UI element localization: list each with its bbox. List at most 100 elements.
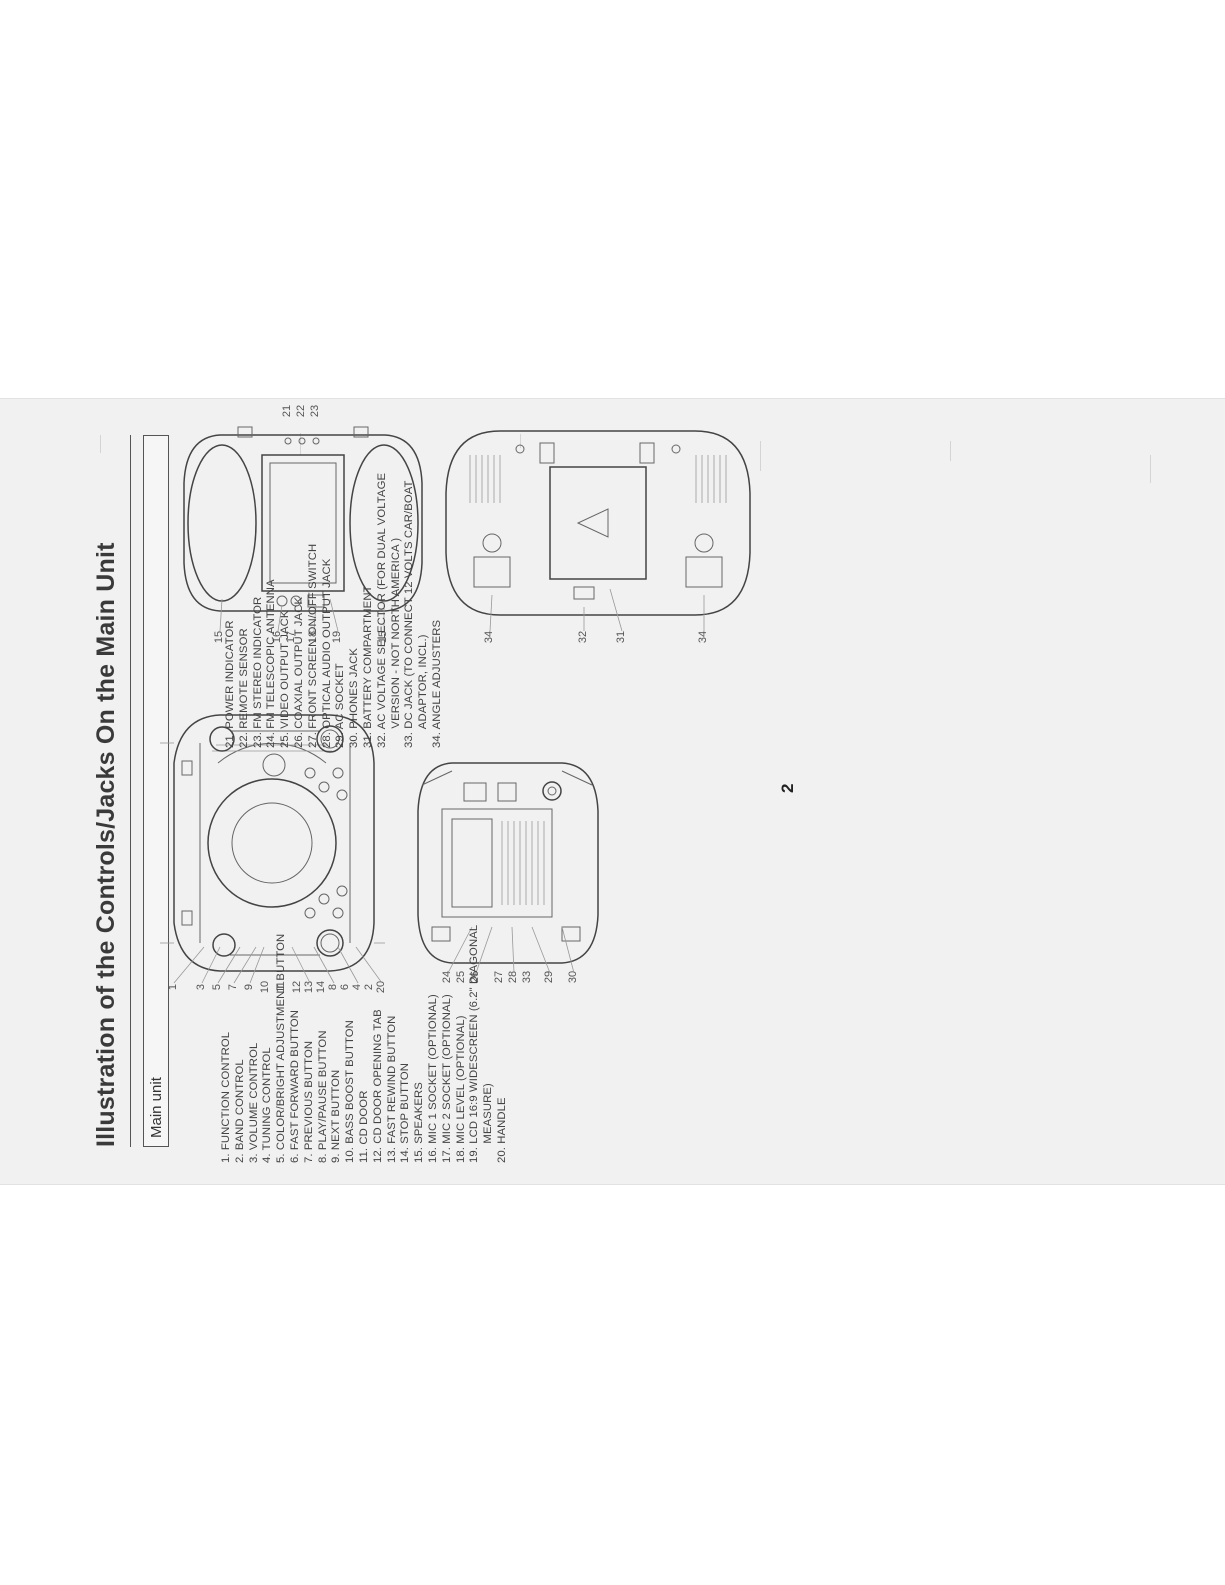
- volume-knob: [317, 930, 343, 956]
- callout-label: 2: [363, 984, 375, 990]
- callout-label: 16: [271, 631, 283, 643]
- callout-label: 7: [227, 984, 239, 990]
- list-item: 22. REMOTE SENSOR: [237, 628, 250, 748]
- list-item: 31. BATTERY COMPARTMENT: [361, 585, 374, 748]
- mic-2-socket: [291, 596, 301, 606]
- function-knob: [213, 934, 235, 956]
- title-rule: [130, 435, 131, 1147]
- list-item: 27. FRONT SCREEN ON/OFF SWITCH: [306, 543, 319, 748]
- callout-label: 5: [211, 984, 223, 990]
- list-item: 14. STOP BUTTON: [399, 1062, 412, 1163]
- list-item: VERSION - NOT NORTH AMERICA ): [389, 537, 402, 748]
- list-item: 12. CD DOOR OPENING TAB: [371, 1009, 384, 1163]
- list-item: 28. OPTICAL AUDIO OUTPUT JACK: [320, 558, 333, 748]
- callout-label: 32: [577, 631, 589, 643]
- callout-label: 26: [469, 971, 481, 983]
- callout-label: 15: [213, 631, 225, 643]
- lcd-screen: [262, 455, 344, 591]
- list-item: 5. COLOR/BRIGHT ADJUSTMENT BUTTON: [275, 933, 288, 1163]
- callout-label: 6: [339, 984, 351, 990]
- callout-label: 14: [315, 981, 327, 993]
- callout-label: 27: [493, 971, 505, 983]
- callout-leader-lines-back: [412, 915, 602, 975]
- list-item: 29. AC SOCKET: [334, 663, 347, 748]
- callout-label: 8: [327, 984, 339, 990]
- cd-door-outline: [208, 779, 336, 907]
- controls-list-21-34: 21. POWER INDICATOR 22. REMOTE SENSOR 23…: [224, 473, 445, 748]
- list-item: 24. FM TELESCOPIC ANTENNA: [265, 579, 278, 748]
- tuning-knob: [317, 726, 343, 752]
- callout-labels-front-top: 21 22 23: [281, 405, 321, 417]
- list-item: 9. NEXT BUTTON: [330, 1069, 343, 1163]
- list-item: 3. VOLUME CONTROL: [247, 1042, 260, 1163]
- callout-label: 20: [375, 981, 387, 993]
- callout-label: 30: [567, 971, 579, 983]
- callout-label: 34: [483, 631, 495, 643]
- list-item: 34. ANGLE ADJUSTERS: [430, 619, 443, 748]
- controls-list-1-20: 1. FUNCTION CONTROL 2. BAND CONTROL 3. V…: [220, 925, 510, 1163]
- callout-label: 17: [285, 631, 297, 643]
- callout-labels-top-view: 1 3 5 7 9 10 11 12 13 14 8 6 4 2 20: [167, 981, 387, 993]
- callout-leader-lines-bottom: [440, 585, 755, 635]
- list-item: 23. FM STEREO INDICATOR: [251, 596, 264, 748]
- callout-label: 13: [303, 981, 315, 993]
- callout-label: 21: [281, 405, 293, 417]
- list-item: 10. BASS BOOST BUTTON: [344, 1020, 357, 1163]
- list-item: 6. FAST FORWARD BUTTON: [288, 1009, 301, 1163]
- callout-label: 11: [275, 981, 287, 992]
- list-item: 21. POWER INDICATOR: [224, 620, 236, 748]
- callout-label: 23: [309, 405, 321, 417]
- list-item: 8. PLAY/PAUSE BUTTON: [316, 1030, 329, 1163]
- document-page: [0, 398, 1225, 1185]
- list-item: 15. SPEAKERS: [413, 1082, 426, 1163]
- callout-label: 31: [615, 631, 627, 643]
- phones-jack: [543, 782, 561, 800]
- callout-label: 10: [259, 981, 271, 993]
- list-item: 20. HANDLE: [495, 1097, 508, 1163]
- list-item: 32. AC VOLTAGE SELECTOR (FOR DUAL VOLTAG…: [375, 472, 388, 748]
- list-item: 17. MIC 2 SOCKET (OPTIONAL): [440, 994, 453, 1163]
- callout-label: 25: [455, 971, 467, 983]
- callout-labels-back-view: 24 25 26 27 28 33 29 30: [441, 971, 579, 983]
- list-item: MEASURE): [482, 1083, 495, 1163]
- diagram-top-view: [160, 703, 385, 983]
- list-item: 16. MIC 1 SOCKET (OPTIONAL): [426, 994, 439, 1163]
- list-item: 33. DC JACK (TO CONNECT 12 VOLTS CAR/BOA…: [403, 480, 416, 748]
- callout-leader-lines-front: [180, 595, 425, 635]
- diagram-back-view: [412, 755, 602, 971]
- list-item: 7. PREVIOUS BUTTON: [302, 1040, 315, 1163]
- list-item: 2. BAND CONTROL: [233, 1059, 246, 1163]
- voltage-selector: [574, 587, 594, 599]
- callout-label: 28: [507, 971, 519, 983]
- list-item: 1. FUNCTION CONTROL: [220, 1031, 232, 1163]
- page-number: 2: [778, 783, 797, 793]
- section-title: Main unit: [148, 1077, 165, 1138]
- callout-label: 19: [331, 631, 343, 643]
- callout-label: 4: [351, 984, 363, 990]
- callout-label: 34: [697, 631, 709, 643]
- list-item: 26. COAXIAL OUTPUT JACK: [292, 596, 305, 748]
- rotated-page-content: Illustration of the Controls/Jacks On th…: [0, 398, 1225, 1183]
- callout-label: 22: [295, 405, 307, 417]
- callout-labels-front-bottom: 15 16 17 18 19 15: [213, 631, 389, 643]
- jack-panel: [442, 809, 552, 917]
- list-item: ADAPTOR, INCL.): [417, 634, 430, 748]
- battery-compartment: [550, 467, 646, 579]
- list-item: 4. TUNING CONTROL: [261, 1047, 274, 1163]
- callout-label: 33: [521, 971, 533, 983]
- callout-label: 24: [441, 971, 453, 983]
- list-item: 18. MIC LEVEL (OPTIONAL): [454, 1015, 467, 1163]
- callout-label: 12: [291, 981, 303, 993]
- list-item: 30. PHONES JACK: [348, 647, 361, 748]
- list-item: 19. LCD 16:9 WIDESCREEN (6.2" DIAGONAL: [468, 924, 481, 1163]
- callout-leader-lines-top: [160, 927, 385, 987]
- diagram-bottom-view: [440, 423, 755, 623]
- callout-label: 18: [307, 631, 319, 643]
- callout-label: 3: [195, 984, 207, 990]
- callout-labels-bottom-view: 34 32 31 34: [483, 631, 709, 643]
- list-item: 25. VIDEO OUTPUT JACK: [279, 610, 292, 749]
- page-title: Illustration of the Controls/Jacks On th…: [92, 542, 120, 1147]
- list-item: 11. CD DOOR: [357, 1090, 370, 1163]
- callout-label: 15: [377, 631, 389, 643]
- callout-label: 1: [167, 984, 179, 990]
